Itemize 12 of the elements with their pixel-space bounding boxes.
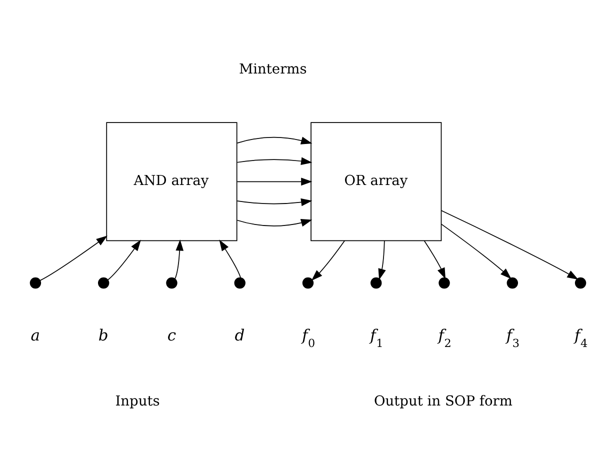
node-label: f$_{2}$ xyxy=(438,326,452,350)
node-label: f$_{4}$ xyxy=(574,326,588,350)
node-label: d xyxy=(234,326,245,344)
label: Inputs xyxy=(115,392,160,409)
label: Output in SOP form xyxy=(374,392,512,409)
label: Minterms xyxy=(239,60,307,77)
node-label: f$_{1}$ xyxy=(370,326,384,350)
node-label: f$_{0}$ xyxy=(302,326,316,350)
node-label: c xyxy=(167,326,176,344)
node-label: a xyxy=(30,326,40,344)
node-label: b xyxy=(98,326,108,344)
node-label: f$_{3}$ xyxy=(506,326,520,350)
